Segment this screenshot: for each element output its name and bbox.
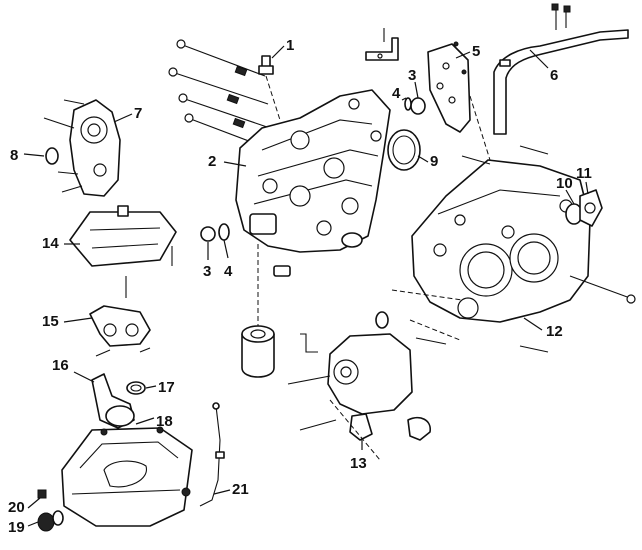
callout-labels: 1 2 3 3 4 4 5 6 7 8 9 10 11 12 13 14 15	[8, 37, 592, 536]
callout-3-upper: 3	[408, 67, 416, 84]
callout-19: 19	[8, 519, 25, 536]
plug-lower	[200, 223, 291, 277]
drain-plug-19	[37, 489, 64, 532]
sensor-part-1	[258, 55, 281, 121]
dipstick-21	[199, 402, 225, 507]
callout-5: 5	[472, 43, 480, 60]
callout-14: 14	[42, 235, 59, 252]
callout-13: 13	[350, 455, 367, 472]
callout-12: 12	[546, 323, 563, 340]
callout-18: 18	[156, 413, 173, 430]
callout-16: 16	[52, 357, 69, 374]
callout-3-lower: 3	[203, 263, 211, 280]
oil-pump-7	[43, 99, 121, 197]
water-pump-13	[287, 333, 431, 461]
callout-1: 1	[286, 37, 294, 54]
callout-10: 10	[556, 175, 573, 192]
bracket-15	[89, 305, 151, 357]
callout-17: 17	[158, 379, 175, 396]
callout-7: 7	[134, 105, 142, 122]
crankcase-left-half	[235, 89, 391, 253]
callout-15: 15	[42, 313, 59, 330]
oil-seal-9	[387, 129, 421, 171]
alignment-lines	[391, 95, 491, 341]
cover-11	[579, 189, 603, 227]
bracket	[365, 28, 399, 61]
coolant-pipe-6	[493, 3, 629, 135]
callout-20: 20	[8, 499, 25, 516]
callout-11: 11	[576, 165, 592, 182]
callout-4-lower: 4	[224, 263, 233, 280]
callout-6: 6	[550, 67, 558, 84]
oil-filter	[241, 244, 275, 378]
crankcase-right-half	[375, 145, 636, 353]
callout-9: 9	[430, 153, 438, 170]
cover-plate-5	[427, 41, 471, 133]
callout-8: 8	[10, 147, 18, 164]
callout-2: 2	[208, 153, 216, 170]
callout-4-upper: 4	[392, 85, 401, 102]
oil-pickup-16	[91, 373, 135, 429]
baffle-plate-14	[69, 205, 177, 298]
plug-upper	[404, 97, 426, 115]
crankcase-bolts	[168, 39, 271, 147]
gasket-17	[126, 381, 146, 395]
oil-pan-18	[61, 426, 193, 527]
callout-21: 21	[232, 481, 249, 498]
